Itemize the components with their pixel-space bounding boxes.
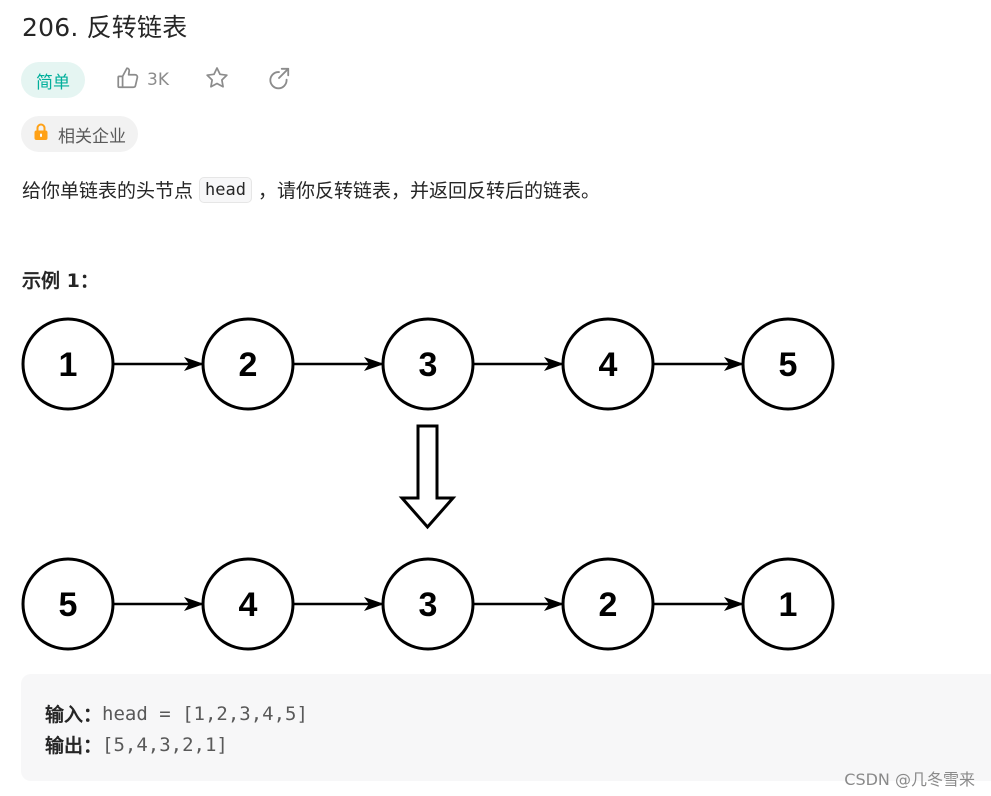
problem-description: 给你单链表的头节点 head ，请你反转链表，并返回反转后的链表。 bbox=[22, 176, 600, 203]
share-button[interactable] bbox=[265, 66, 293, 94]
bottom-node: 4 bbox=[201, 557, 295, 651]
top-linked-list: 1 2 3 4 5 bbox=[21, 317, 835, 411]
input-label: 输入： bbox=[45, 704, 103, 726]
problem-meta-row: 简单 3K bbox=[21, 62, 293, 98]
example-output-line: 输出： [5,4,3,2,1] bbox=[45, 731, 228, 758]
node-value: 3 bbox=[419, 346, 438, 384]
node-value: 2 bbox=[599, 586, 618, 624]
difficulty-badge: 简单 bbox=[21, 62, 85, 98]
node-value: 1 bbox=[779, 586, 798, 624]
top-node: 3 bbox=[381, 317, 475, 411]
favorite-button[interactable] bbox=[203, 66, 231, 94]
top-node: 1 bbox=[21, 317, 115, 411]
description-text-before: 给你单链表的头节点 bbox=[22, 180, 194, 202]
like-button[interactable]: 3K bbox=[115, 65, 169, 96]
top-node: 2 bbox=[201, 317, 295, 411]
bottom-linked-list: 5 4 3 2 1 bbox=[21, 557, 835, 651]
output-value: [5,4,3,2,1] bbox=[102, 733, 228, 756]
node-value: 4 bbox=[599, 346, 618, 384]
input-value: head = [1,2,3,4,5] bbox=[102, 702, 308, 725]
problem-title: 206. 反转链表 bbox=[22, 13, 188, 42]
star-icon bbox=[204, 65, 230, 95]
like-count: 3K bbox=[147, 70, 169, 90]
output-label: 输出： bbox=[45, 735, 103, 757]
example-io-block: 输入： head = [1,2,3,4,5] 输出： [5,4,3,2,1] bbox=[21, 674, 991, 781]
inline-code-head: head bbox=[199, 176, 252, 203]
node-value: 2 bbox=[239, 346, 258, 384]
bottom-node: 1 bbox=[741, 557, 835, 651]
related-companies-tag[interactable]: 相关企业 bbox=[21, 116, 138, 152]
node-value: 5 bbox=[59, 586, 78, 624]
thumbs-up-icon bbox=[115, 65, 147, 96]
tag-label: 相关企业 bbox=[58, 126, 126, 147]
node-value: 3 bbox=[419, 586, 438, 624]
node-value: 4 bbox=[239, 586, 258, 624]
description-text-after: ，请你反转链表，并返回反转后的链表。 bbox=[257, 180, 600, 202]
bottom-node: 2 bbox=[561, 557, 655, 651]
top-node: 5 bbox=[741, 317, 835, 411]
linked-list-diagram: 1 2 3 4 5 5 4 bbox=[21, 317, 835, 651]
lock-icon bbox=[33, 123, 58, 146]
tag-row: 相关企业 bbox=[21, 116, 138, 152]
node-value: 1 bbox=[59, 346, 78, 384]
example-input-line: 输入： head = [1,2,3,4,5] bbox=[45, 700, 308, 727]
watermark: CSDN @几冬雪来 bbox=[844, 770, 975, 789]
top-node: 4 bbox=[561, 317, 655, 411]
bottom-node: 3 bbox=[381, 557, 475, 651]
bottom-node: 5 bbox=[21, 557, 115, 651]
node-value: 5 bbox=[779, 346, 798, 384]
example-title: 示例 1： bbox=[22, 270, 99, 292]
share-icon bbox=[266, 65, 292, 95]
down-arrow-icon bbox=[398, 424, 457, 530]
